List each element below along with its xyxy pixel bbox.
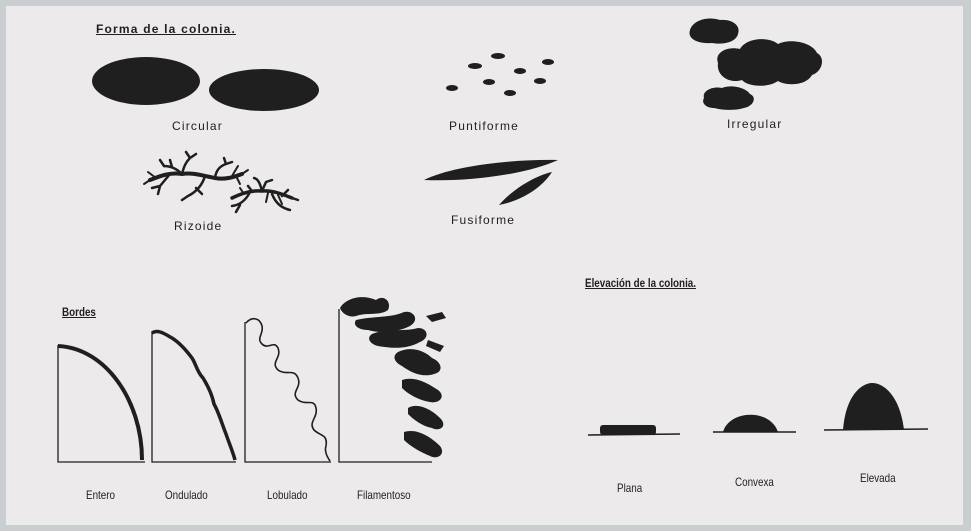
fusiforme-label: Fusiforme bbox=[451, 213, 515, 227]
irregular-colonies bbox=[690, 18, 823, 109]
circular-colony-2 bbox=[209, 69, 319, 111]
circular-colony-1 bbox=[92, 57, 200, 105]
circular-label: Circular bbox=[172, 119, 223, 133]
filamentoso-border bbox=[340, 297, 446, 457]
elevacion-diagrams bbox=[588, 383, 928, 435]
elevada-label: Elevada bbox=[860, 471, 896, 485]
elevacion-section-title: Elevación de la colonia. bbox=[585, 276, 696, 290]
rizoide-label: Rizoide bbox=[174, 219, 222, 233]
irregular-label: Irregular bbox=[727, 117, 782, 131]
puntiforme-label: Puntiforme bbox=[449, 119, 519, 133]
convexa-colony bbox=[723, 415, 778, 432]
rizoide-colonies bbox=[144, 152, 298, 212]
forma-section-title: Forma de la colonia. bbox=[96, 22, 236, 36]
lobulado-label: Lobulado bbox=[267, 488, 308, 502]
filamentoso-label: Filamentoso bbox=[357, 488, 411, 502]
convexa-label: Convexa bbox=[735, 475, 774, 489]
elevada-colony bbox=[843, 383, 904, 430]
plana-colony bbox=[600, 425, 656, 435]
ondulado-label: Ondulado bbox=[165, 488, 208, 502]
entero-label: Entero bbox=[86, 488, 115, 502]
bordes-panels bbox=[58, 309, 432, 462]
plana-label: Plana bbox=[617, 481, 642, 495]
bordes-section-title: Bordes bbox=[62, 305, 96, 319]
fusiforme-colony-2 bbox=[499, 172, 552, 205]
puntiforme-colonies bbox=[446, 53, 554, 96]
